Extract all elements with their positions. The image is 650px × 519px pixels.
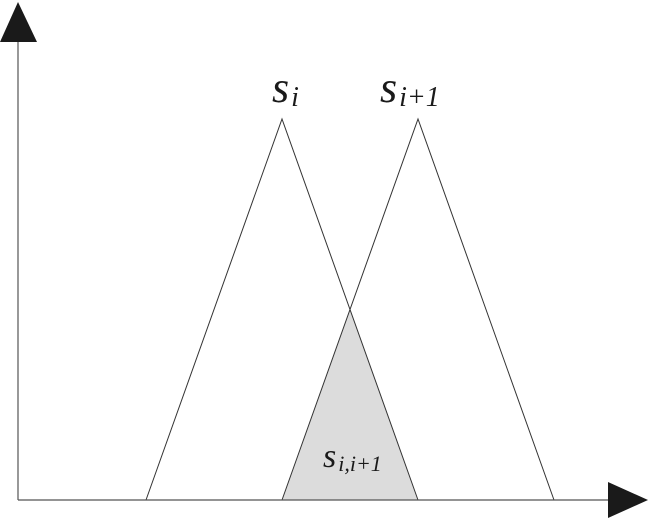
x-axis-arrow-icon: [608, 482, 648, 518]
triangle-s-i-plus-1: [281, 117, 555, 501]
triangle-s-i: [145, 117, 419, 501]
overlap-region: [282, 310, 418, 500]
label-overlap: si,i+1: [323, 438, 382, 476]
label-s-i: si: [272, 63, 299, 113]
label-s-i-plus-1: si+1: [380, 63, 440, 113]
y-axis-arrow-icon: [0, 2, 37, 42]
